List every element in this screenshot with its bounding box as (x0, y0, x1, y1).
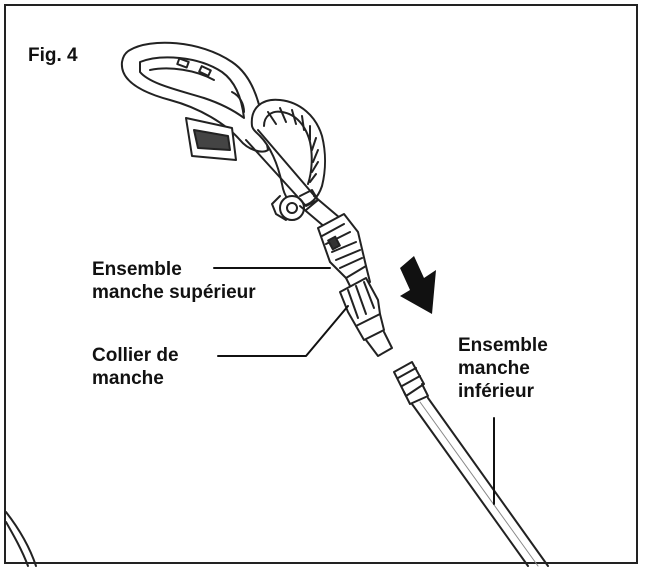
label-lower-handle-assembly: Ensemble manche inférieur (458, 334, 548, 403)
label-line: Collier de (92, 345, 179, 366)
lower-handle-tip (393, 361, 429, 405)
guard-edge (5, 511, 37, 567)
label-upper-handle-assembly: Ensemble manche supérieur (92, 258, 256, 304)
down-arrow-icon (400, 256, 436, 314)
label-handle-collar: Collier de manche (92, 344, 179, 390)
label-line: manche (458, 358, 530, 379)
label-line: Ensemble (458, 335, 548, 356)
label-line: inférieur (458, 381, 535, 402)
figure-frame (4, 4, 638, 564)
label-line: Ensemble (92, 259, 182, 280)
label-line: manche (92, 368, 164, 389)
leader-lines (213, 267, 495, 505)
upper-handle-assembly (317, 213, 371, 291)
figure-title: Fig. 4 (28, 45, 78, 66)
label-line: manche supérieur (92, 282, 256, 303)
lower-shaft (411, 397, 549, 567)
handle-collar (339, 277, 393, 357)
rear-handle (120, 41, 269, 161)
assist-handle (250, 98, 326, 221)
